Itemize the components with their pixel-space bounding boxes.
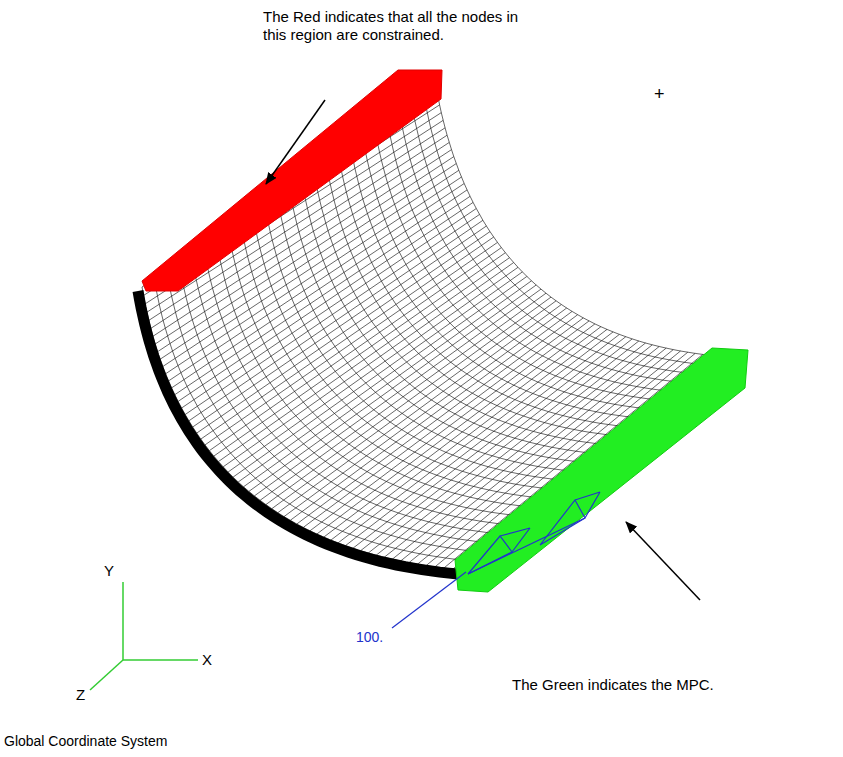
mpc-region [455, 348, 748, 592]
shell-edge [138, 291, 458, 574]
callout-note: The Green indicates the MPC. [512, 676, 714, 694]
leader-arrow [626, 522, 700, 600]
load-value: 100. [356, 629, 383, 646]
caption-text: Global Coordinate System [4, 733, 167, 750]
load-line [392, 572, 466, 628]
mpc-symbol [468, 492, 600, 574]
mesh-lines [142, 97, 718, 570]
leader-arrow [266, 100, 325, 184]
axis-label: Y [104, 562, 114, 580]
axis-label: X [202, 651, 212, 669]
marker-symbol: + [654, 84, 665, 106]
axis-label: Z [76, 686, 85, 704]
constrained-region [142, 70, 442, 291]
callout-note: The Red indicates that all the nodes in … [263, 8, 539, 44]
axis-triad [90, 582, 198, 690]
shell-mesh [138, 97, 718, 574]
